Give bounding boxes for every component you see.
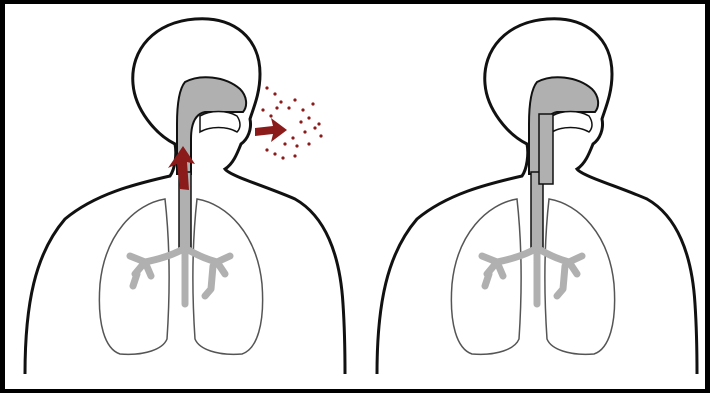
droplet-particle	[275, 106, 278, 109]
figure-canvas	[5, 4, 705, 389]
droplet-particle	[291, 136, 294, 139]
panel-right-resting	[377, 19, 697, 374]
droplet-particle	[293, 154, 296, 157]
droplet-particle	[281, 156, 284, 159]
droplet-particle	[265, 86, 268, 89]
torso-outline-icon	[25, 19, 345, 374]
droplet-particle	[293, 98, 296, 101]
droplet-particle	[287, 106, 290, 109]
droplet-particle	[273, 152, 276, 155]
droplet-particle	[283, 142, 286, 145]
red-arrow-icon	[255, 118, 287, 142]
droplet-particle	[269, 114, 272, 117]
droplet-particle	[303, 130, 306, 133]
droplet-particle	[307, 142, 310, 145]
droplet-particle	[301, 108, 304, 111]
droplet-particle	[311, 102, 314, 105]
droplet-particle	[317, 122, 320, 125]
droplet-particles-icon	[261, 86, 322, 159]
droplet-particle	[273, 92, 276, 95]
droplet-particle	[279, 100, 282, 103]
droplet-particle	[265, 148, 268, 151]
respiratory-diagram	[5, 4, 705, 389]
droplet-particle	[307, 116, 310, 119]
droplet-particle	[319, 134, 322, 137]
droplet-particle	[295, 144, 298, 147]
droplet-particle	[313, 126, 316, 129]
torso-outline-icon	[377, 19, 697, 374]
panel-left-expelling	[25, 19, 345, 374]
droplet-particle	[261, 108, 264, 111]
droplet-particle	[299, 120, 302, 123]
